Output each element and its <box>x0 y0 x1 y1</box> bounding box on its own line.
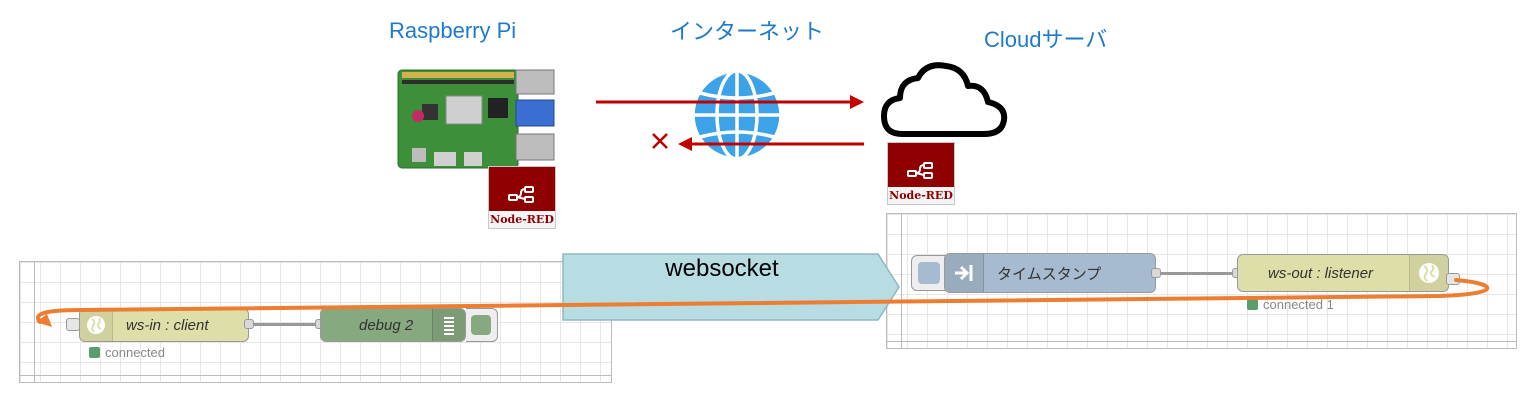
node-red-logo-left: Node-RED <box>488 166 556 229</box>
blocked-x-icon <box>652 133 668 149</box>
ws-in-to-debug-wire[interactable] <box>254 323 316 326</box>
ws-out-label: ws-out : listener <box>1268 264 1374 282</box>
inject-to-ws-out-wire[interactable] <box>1161 272 1239 275</box>
ws-in-output-port[interactable] <box>244 319 254 329</box>
ws-in-status-text: connected <box>105 345 165 360</box>
debug-toggle-button[interactable] <box>466 308 498 342</box>
ws-out-listener-node[interactable]: ws-out : listener <box>1237 254 1449 292</box>
ws-out-status-text: connected 1 <box>1263 297 1334 312</box>
status-dot <box>1247 299 1258 310</box>
flow-icon <box>508 186 534 203</box>
websocket-banner-label: websocket <box>665 255 779 282</box>
node-red-logo-text: Node-RED <box>888 187 954 204</box>
debug-node[interactable]: debug 2 <box>320 308 466 342</box>
node-icon-area <box>945 254 984 292</box>
outbound-arrow <box>596 95 864 109</box>
cloud-icon <box>881 62 1008 137</box>
timestamp-inject-node[interactable]: タイムスタンプ <box>944 253 1156 293</box>
websocket-globe-icon <box>1419 263 1439 283</box>
inject-output-port[interactable] <box>1151 268 1161 278</box>
node-red-logo-text: Node-RED <box>489 211 555 228</box>
node-icon-area <box>80 309 113 341</box>
internet-heading: インターネット <box>670 19 825 44</box>
raspberry-pi-heading: Raspberry Pi <box>389 18 517 43</box>
raspberry-pi-board-image <box>392 64 558 174</box>
debug-list-icon <box>444 317 454 335</box>
globe-icon <box>691 69 783 161</box>
ws-in-client-node[interactable]: ws-in : client <box>79 308 249 342</box>
node-icon-area <box>432 309 465 341</box>
ws-out-status: connected 1 <box>1247 297 1334 312</box>
internet-connection-arrows <box>596 69 864 161</box>
debug-label: debug 2 <box>359 316 414 334</box>
node-red-logo-right: Node-RED <box>887 142 955 205</box>
flow-icon <box>907 162 933 179</box>
cloud-server-heading: Cloudサーバ <box>984 27 1108 52</box>
ws-in-label: ws-in : client <box>126 316 209 334</box>
websocket-globe-icon <box>87 316 105 334</box>
inbound-arrow <box>678 137 864 151</box>
timestamp-label: タイムスタンプ <box>997 264 1102 283</box>
node-icon-area <box>1409 255 1448 291</box>
inject-arrow-icon <box>955 265 973 281</box>
ws-in-status: connected <box>89 345 165 360</box>
status-dot <box>89 347 100 358</box>
